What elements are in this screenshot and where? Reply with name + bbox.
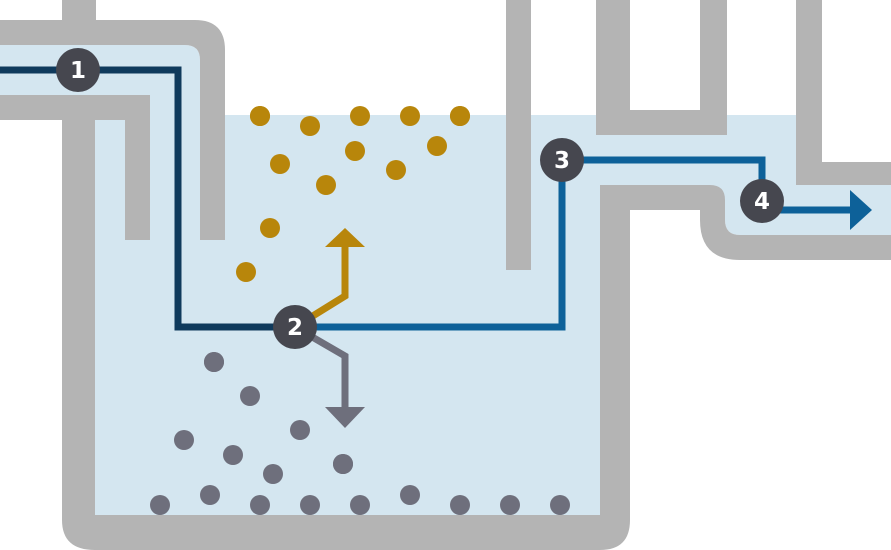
marker-2-label: 2 (287, 315, 303, 341)
marker-3: 3 (540, 138, 584, 182)
floating-particle-13 (250, 106, 270, 126)
floating-particle-7 (345, 141, 365, 161)
floating-particle-9 (316, 175, 336, 195)
settled-particle-8 (150, 495, 170, 515)
floating-particle-10 (386, 160, 406, 180)
floating-particles (236, 106, 470, 282)
settled-particle-9 (200, 485, 220, 505)
settled-particle-12 (350, 495, 370, 515)
arrow-right-icon (850, 190, 872, 230)
outlet-chamber-u-wall (596, 0, 727, 135)
marker-4: 4 (740, 179, 784, 223)
settled-particle-15 (500, 495, 520, 515)
floating-particle-2 (300, 116, 320, 136)
inlet-pipe-top-wall (0, 20, 225, 240)
floating-particle-14 (450, 106, 470, 126)
marker-2: 2 (273, 305, 317, 349)
floating-particle-6 (270, 154, 290, 174)
settled-particle-10 (250, 495, 270, 515)
arrow-down-icon (325, 407, 365, 428)
floating-particle-12 (236, 262, 256, 282)
outlet-channel-bottom-wall (600, 185, 891, 260)
inlet-lower-wall (0, 95, 630, 550)
settled-particles (150, 352, 570, 515)
settled-particle-5 (290, 420, 310, 440)
settled-particle-17 (333, 454, 353, 474)
outlet-top-wall (796, 0, 891, 185)
settled-particle-3 (174, 430, 194, 450)
settled-particle-13 (400, 485, 420, 505)
settled-particle-18 (204, 352, 224, 372)
marker-1: 1 (56, 48, 100, 92)
inlet-riser-wall (62, 0, 96, 22)
settled-particle-16 (550, 495, 570, 515)
floating-particle-4 (400, 106, 420, 126)
floating-particle-8 (427, 136, 447, 156)
settled-particle-6 (263, 464, 283, 484)
settled-particle-14 (450, 495, 470, 515)
floating-particle-11 (260, 218, 280, 238)
marker-4-label: 4 (754, 189, 770, 215)
floating-particle-3 (350, 106, 370, 126)
scum-baffle-wall (506, 0, 531, 270)
settled-particle-11 (300, 495, 320, 515)
marker-1-label: 1 (70, 58, 86, 84)
arrow-up-icon (325, 228, 365, 247)
settled-particle-4 (223, 445, 243, 465)
settled-particle-2 (240, 386, 260, 406)
marker-3-label: 3 (554, 148, 570, 174)
